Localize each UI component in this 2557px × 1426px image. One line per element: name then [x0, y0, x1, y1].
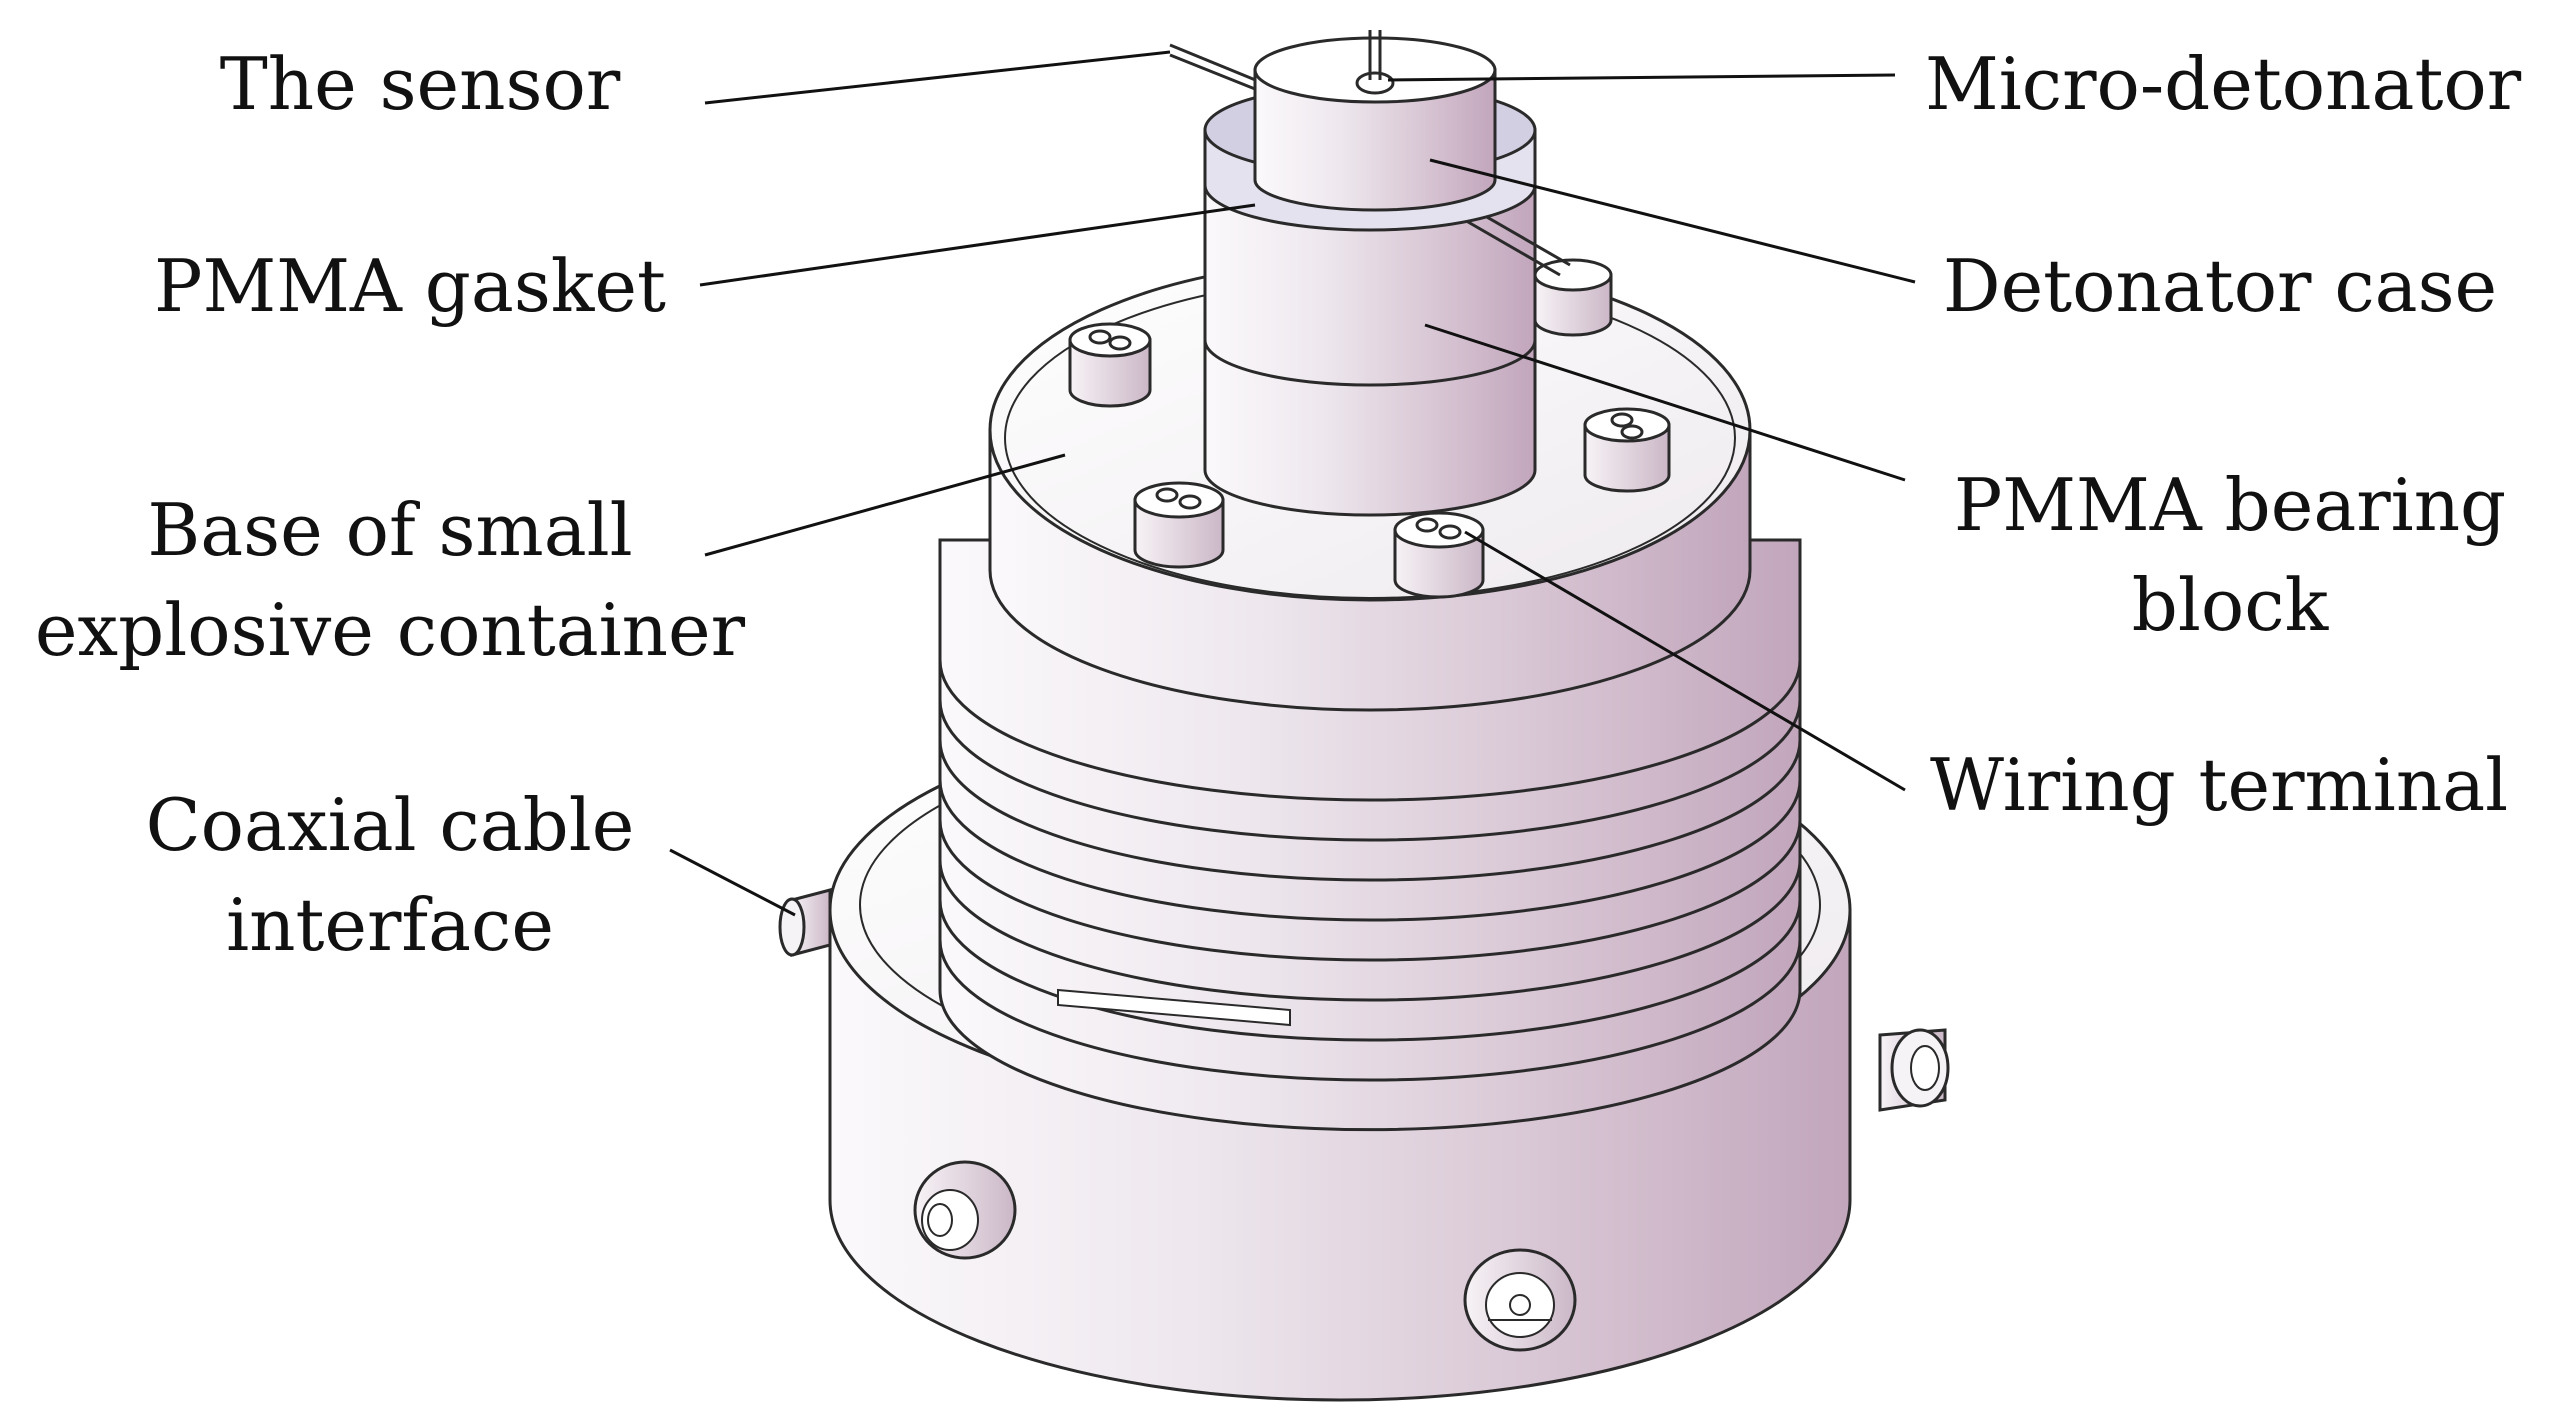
leader-sensor — [704, 50, 1171, 105]
coaxial-interface-front-left — [913, 1160, 1017, 1260]
terminal-4 — [1133, 481, 1225, 569]
wiring-terminals — [1068, 258, 1671, 599]
coaxial-interface-left — [778, 888, 832, 957]
label-pmma-bearing-block: PMMA bearing block — [1953, 463, 2507, 647]
terminal-3 — [1583, 407, 1671, 493]
leader-lines — [669, 50, 1916, 917]
leader-base — [704, 453, 1066, 557]
label-coaxial-cable-interface: Coaxial cable interface — [145, 783, 635, 967]
label-wiring-terminal: Wiring terminal — [1930, 743, 2509, 827]
leader-detonator-case — [1429, 158, 1916, 284]
coaxial-interface-front — [1463, 1248, 1577, 1352]
terminal-5 — [1393, 511, 1485, 599]
terminal-2 — [1533, 258, 1613, 337]
label-micro-detonator: Micro-detonator — [1925, 42, 2522, 126]
label-base-of-small-explosive-container: Base of small explosive container — [34, 488, 746, 672]
threaded-body — [938, 538, 1802, 1132]
leader-coax — [669, 848, 796, 917]
leader-pmma-gasket — [699, 203, 1256, 287]
label-detonator-case: Detonator case — [1942, 244, 2498, 328]
detonator-case — [1253, 36, 1497, 212]
leader-micro-detonator — [1387, 73, 1896, 82]
pmma-bearing-block — [1203, 173, 1537, 517]
micro-detonator — [1355, 30, 1395, 95]
leader-pmma-block — [1424, 323, 1906, 482]
terminal-1 — [1068, 322, 1152, 408]
label-the-sensor: The sensor — [219, 42, 621, 126]
label-pmma-gasket: PMMA gasket — [154, 244, 666, 328]
leader-wiring-terminal — [1464, 530, 1906, 792]
coaxial-interface-right — [1878, 1028, 1950, 1112]
